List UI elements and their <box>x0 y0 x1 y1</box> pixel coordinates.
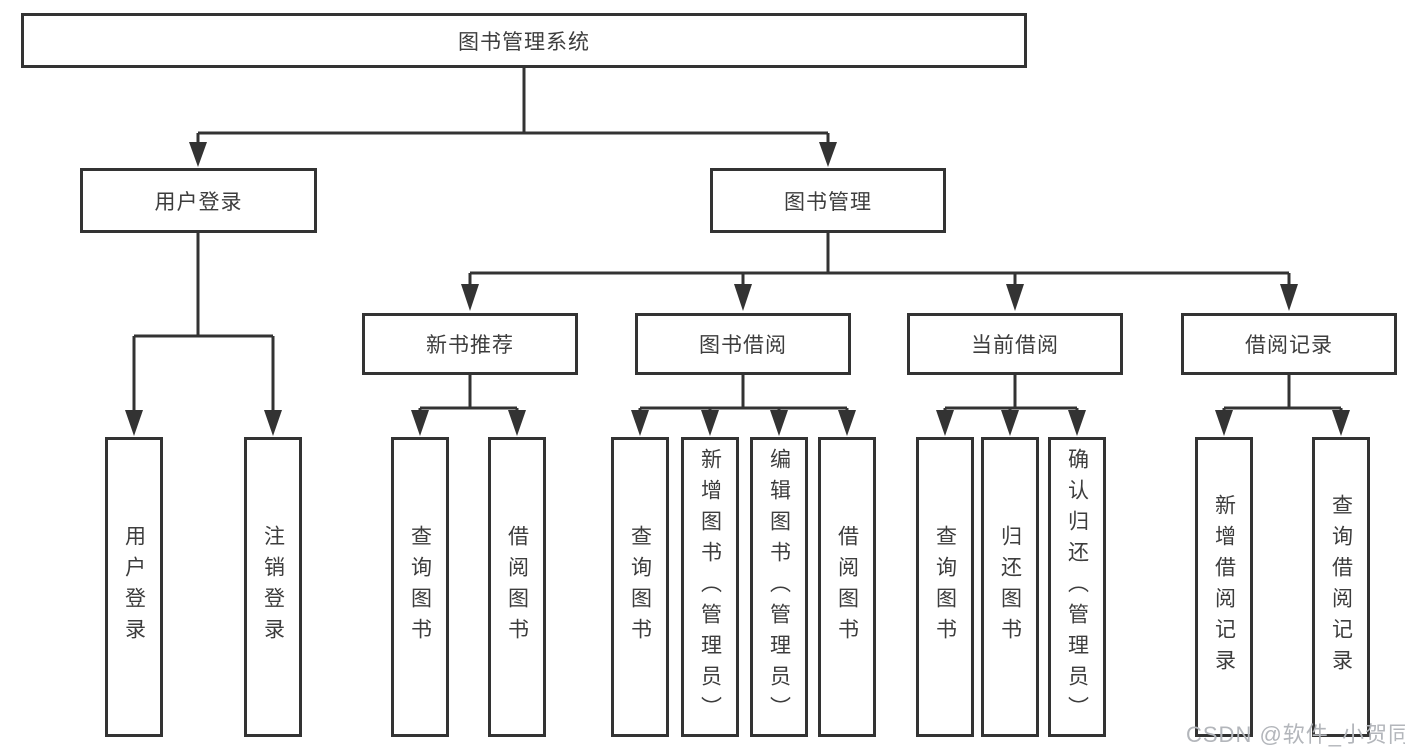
leaf-records-add-record: 新增借阅记录 <box>1195 437 1253 737</box>
leaf-label: 用户登录 <box>122 525 146 649</box>
leaf-current-return-books: 归还图书 <box>981 437 1039 737</box>
leaf-label: 查询图书 <box>408 525 432 649</box>
leaf-borrow-query-books: 查询图书 <box>611 437 669 737</box>
node-user-login: 用户登录 <box>80 168 317 233</box>
leaf-label: 借阅图书 <box>835 525 859 649</box>
leaf-label: 新增借阅记录 <box>1212 494 1236 680</box>
leaf-label: 查询图书 <box>628 525 652 649</box>
node-book-borrow: 图书借阅 <box>635 313 851 375</box>
leaf-user-login: 用户登录 <box>105 437 163 737</box>
leaf-label: 查询图书 <box>933 525 957 649</box>
leaf-logout: 注销登录 <box>244 437 302 737</box>
leaf-label: 注销登录 <box>261 525 285 649</box>
leaf-label: 新增图书（管理员） <box>698 447 722 727</box>
leaf-label: 编辑图书（管理员） <box>767 447 791 727</box>
leaf-recommend-query-books: 查询图书 <box>391 437 449 737</box>
leaf-label: 确认归还（管理员） <box>1065 447 1089 727</box>
leaf-recommend-borrow-books: 借阅图书 <box>488 437 546 737</box>
leaf-label: 借阅图书 <box>505 525 529 649</box>
leaf-current-query-books: 查询图书 <box>916 437 974 737</box>
leaf-borrow-add-books-admin: 新增图书（管理员） <box>681 437 739 737</box>
leaf-label: 查询借阅记录 <box>1329 494 1353 680</box>
branch-lines <box>132 68 1343 412</box>
csdn-watermark: CSDN @软件_小贺同学 <box>1186 722 1405 747</box>
node-library-management-system: 图书管理系统 <box>21 13 1027 68</box>
leaf-borrow-edit-books-admin: 编辑图书（管理员） <box>750 437 808 737</box>
node-borrow-record: 借阅记录 <box>1181 313 1397 375</box>
leaf-records-query-record: 查询借阅记录 <box>1312 437 1370 737</box>
leaf-label: 归还图书 <box>998 525 1022 649</box>
node-current-borrow: 当前借阅 <box>907 313 1123 375</box>
leaf-current-confirm-return-admin: 确认归还（管理员） <box>1048 437 1106 737</box>
node-new-book-recommend: 新书推荐 <box>362 313 578 375</box>
node-book-management: 图书管理 <box>710 168 946 233</box>
leaf-borrow-borrow-books: 借阅图书 <box>818 437 876 737</box>
arrowhead-icons <box>125 142 1350 436</box>
